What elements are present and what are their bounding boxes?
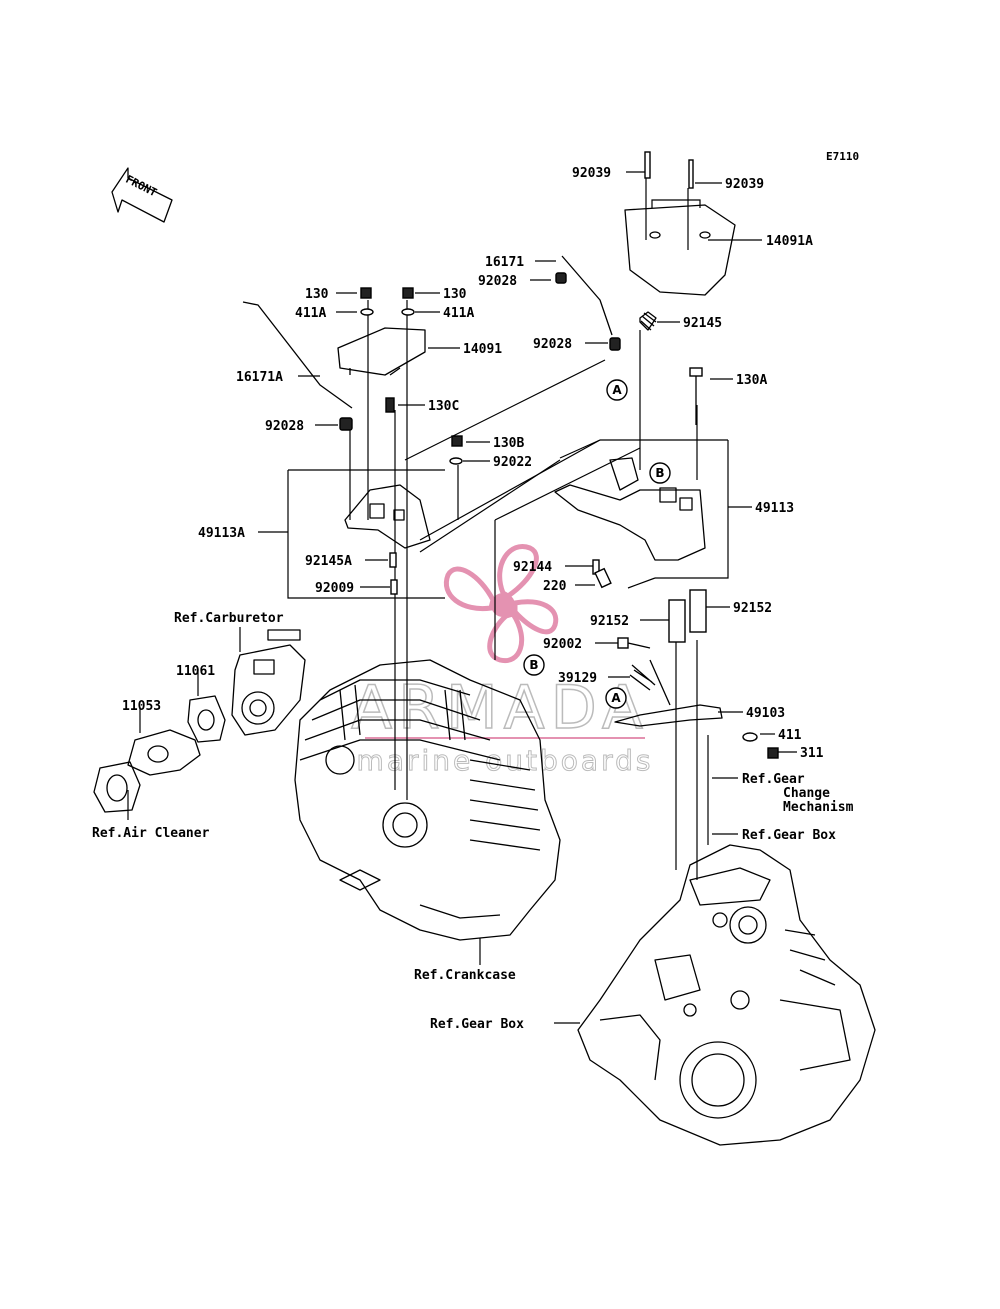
part-shapes [93,151,876,1146]
callout-b-top: B [649,462,671,484]
watermark-logo: ARMADA marine outboards [350,544,654,778]
bracket-49113a-shape [344,484,431,549]
label-411a-left: 411A [295,306,326,321]
label-39129: 39129 [558,671,597,686]
label-14091a: 14091A [766,234,813,249]
label-16171a: 16171A [236,370,283,385]
watermark-brand: ARMADA [351,673,649,743]
label-49113a: 49113A [198,526,245,541]
label-92028-mid: 92028 [533,337,572,352]
label-92145a: 92145A [305,554,352,569]
carburetor-shape [231,629,306,736]
label-220: 220 [543,579,567,594]
label-16171: 16171 [485,255,524,270]
cover-14091a-shape [624,204,736,296]
ref-carburetor: Ref.Carburetor [174,611,284,626]
label-92039-left: 92039 [572,166,611,181]
part-labels: 92039 92039 14091A 16171 92028 92145 920… [122,166,824,761]
reference-labels: Ref.Carburetor Ref.Air Cleaner Ref.Gear … [92,611,854,1032]
svg-text:A: A [611,691,621,705]
label-130b: 130B [493,436,524,451]
lever-49103-shape [614,704,723,727]
diagram-code: E7110 [826,150,859,163]
callout-a-bottom: A [605,687,627,709]
label-311: 311 [800,746,824,761]
ref-crankcase: Ref.Crankcase [414,968,516,983]
label-92022: 92022 [493,455,532,470]
bracket-49113-shape [554,484,706,561]
label-49113: 49113 [755,501,794,516]
label-11061: 11061 [176,664,215,679]
label-92028-top: 92028 [478,274,517,289]
ref-gear-box-bottom: Ref.Gear Box [430,1017,524,1032]
ref-gear-change-line1: Ref.Gear [742,772,805,787]
label-130a: 130A [736,373,767,388]
svg-text:B: B [529,658,538,672]
callout-a-top: A [606,379,628,401]
label-411: 411 [778,728,802,743]
label-130-left: 130 [305,287,329,302]
svg-text:A: A [612,383,622,397]
ref-air-cleaner: Ref.Air Cleaner [92,826,210,841]
svg-text:B: B [655,466,664,480]
label-92002: 92002 [543,637,582,652]
ref-gear-change-line2: Change [783,786,830,801]
label-92152-left: 92152 [590,614,629,629]
front-arrow-icon: FRONT [111,167,173,223]
label-130c: 130C [428,399,459,414]
label-92009: 92009 [315,581,354,596]
label-92152-right: 92152 [733,601,772,616]
label-92028-left: 92028 [265,419,304,434]
label-11053: 11053 [122,699,161,714]
front-label: FRONT [124,173,160,200]
label-92144: 92144 [513,560,552,575]
callout-b-bottom: B [523,654,545,676]
label-49103: 49103 [746,706,785,721]
watermark-tagline: marine outboards [357,744,654,777]
label-130-right: 130 [443,287,467,302]
engine-crankcase-shape [294,659,561,941]
gear-box-shape [577,844,876,1146]
label-92039-right: 92039 [725,177,764,192]
ref-gear-change-line3: Mechanism [783,800,854,815]
label-14091: 14091 [463,342,502,357]
label-92145: 92145 [683,316,722,331]
label-411a-right: 411A [443,306,474,321]
ref-gear-box-right: Ref.Gear Box [742,828,836,843]
